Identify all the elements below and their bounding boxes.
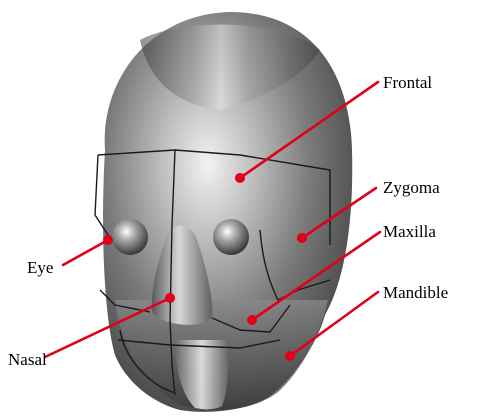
eye-leader (63, 240, 108, 265)
nasal-marker (165, 293, 175, 303)
frontal-marker (235, 173, 245, 183)
maxilla-label: Maxilla (383, 222, 436, 241)
mandible-label: Mandible (383, 283, 448, 302)
eye-marker (103, 235, 113, 245)
eye-label: Eye (27, 258, 53, 277)
left-eye-sphere (112, 219, 148, 255)
maxilla-marker (247, 315, 257, 325)
nasal-label: Nasal (8, 350, 47, 369)
frontal-label: Frontal (383, 73, 432, 92)
zygoma-label: Zygoma (383, 178, 440, 197)
mandible-marker (285, 351, 295, 361)
right-eye-sphere (213, 219, 249, 255)
zygoma-marker (297, 233, 307, 243)
